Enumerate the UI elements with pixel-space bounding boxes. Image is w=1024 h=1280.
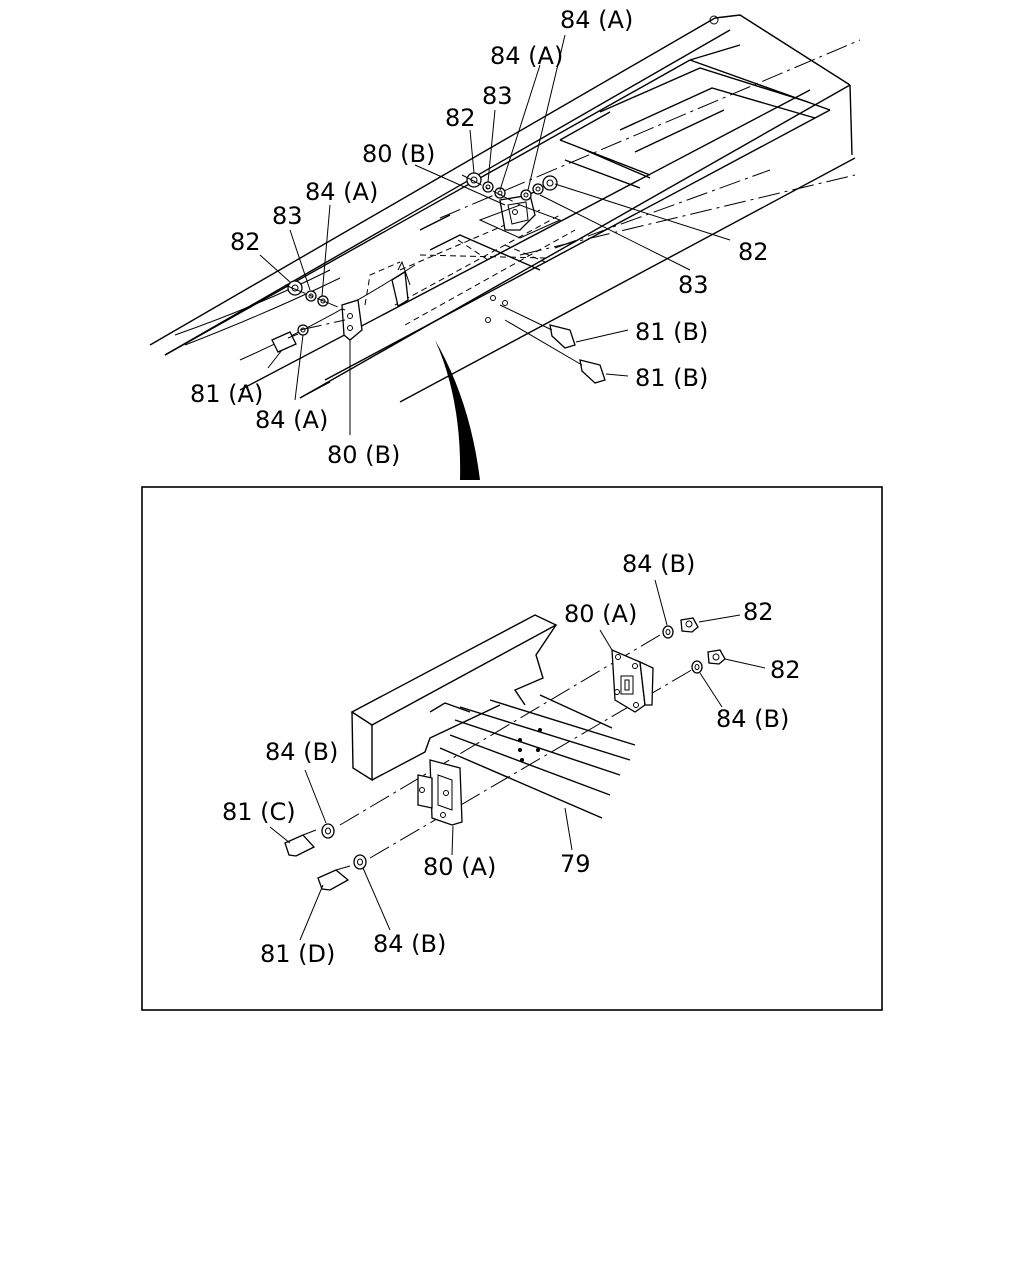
label-84a: 84 (A) <box>305 178 378 206</box>
label-82: 82 <box>770 656 801 684</box>
leader-lines-detail <box>269 579 766 941</box>
label-82: 82 <box>230 228 261 256</box>
fasteners-lower <box>271 280 346 353</box>
bracket-80b-upper <box>478 194 562 239</box>
label-80a: 80 (A) <box>423 853 496 881</box>
label-80b: 80 (B) <box>362 140 435 168</box>
label-81a: 81 (A) <box>190 380 263 408</box>
label-83: 83 <box>678 271 709 299</box>
label-84b: 84 (B) <box>622 550 695 578</box>
label-83: 83 <box>272 202 303 230</box>
label-81b: 81 (B) <box>635 318 708 346</box>
label-84a: 84 (A) <box>560 6 633 34</box>
label-81b: 81 (B) <box>635 364 708 392</box>
label-82: 82 <box>738 238 769 266</box>
detail-box <box>141 486 883 1011</box>
label-84b: 84 (B) <box>265 738 338 766</box>
label-82: 82 <box>743 598 774 626</box>
bracket-80a-right <box>611 648 654 713</box>
label-83: 83 <box>482 82 513 110</box>
label-84b: 84 (B) <box>373 930 446 958</box>
label-80a: 80 (A) <box>564 600 637 628</box>
leader-lines-top <box>259 34 731 435</box>
label-80b: 80 (B) <box>327 441 400 469</box>
label-81d: 81 (D) <box>260 940 335 968</box>
detail-frame <box>339 614 696 859</box>
label-79: 79 <box>560 850 591 878</box>
bracket-80b-lower <box>341 260 411 341</box>
label-84b: 84 (B) <box>716 705 789 733</box>
callout-arrow <box>435 340 480 480</box>
label-84a: 84 (A) <box>490 42 563 70</box>
bracket-80a-left <box>417 759 463 826</box>
labels-detail: 84 (B) 80 (A) 82 82 84 (B) 84 (B) 81 (C)… <box>222 550 801 968</box>
label-81c: 81 (C) <box>222 798 296 826</box>
label-82: 82 <box>445 104 476 132</box>
label-84a: 84 (A) <box>255 406 328 434</box>
labels-top: 84 (A) 84 (A) 83 82 80 (B) 84 (A) 83 82 … <box>190 6 769 469</box>
bolts-81b <box>499 304 606 384</box>
fasteners-detail <box>284 617 726 891</box>
